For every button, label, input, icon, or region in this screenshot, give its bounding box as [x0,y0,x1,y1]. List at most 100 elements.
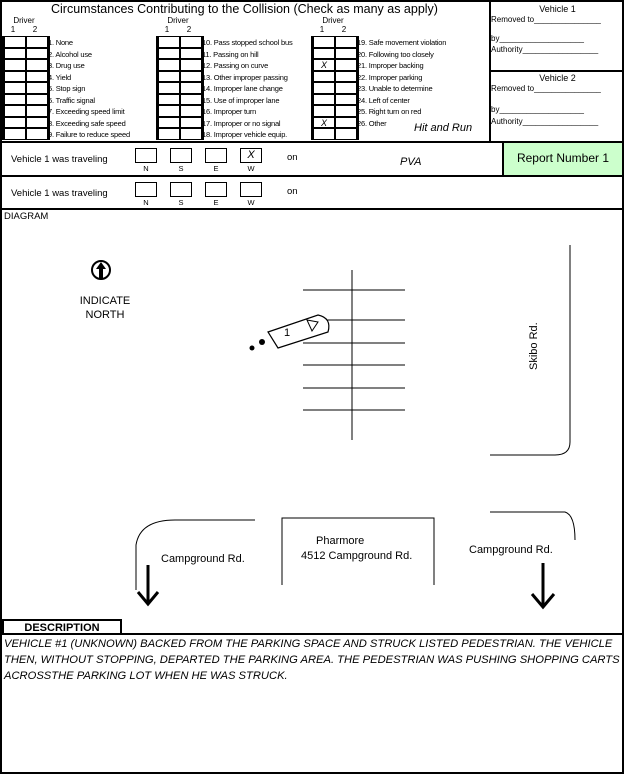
circumstance-label: 11. Passing on hill [202,49,259,59]
driver2-checkbox[interactable] [335,128,357,140]
circumstance-label: 6. Traffic signal [48,95,95,105]
diagram-canvas: 1 [91,245,576,610]
driver1-checkbox[interactable] [4,105,26,117]
divider [489,70,624,72]
vehicle1-by[interactable]: by___________________ [491,34,584,43]
circumstance-row [4,47,48,59]
driver1-checkbox[interactable] [4,59,26,71]
circumstance-label: 2. Alcohol use [48,49,92,59]
direction-checkbox[interactable] [170,182,192,197]
direction-checkbox[interactable] [205,148,227,163]
vehicle2-panel: Vehicle 2 Removed to_______________ by__… [491,73,624,126]
on-label: on [287,186,298,197]
vehicle2-removed-to[interactable]: Removed to_______________ [491,84,601,93]
driver2-checkbox[interactable] [335,70,357,82]
driver1-checkbox[interactable] [158,70,180,82]
vehicle1-removed-to[interactable]: Removed to_______________ [491,15,601,24]
direction-checkbox[interactable] [205,182,227,197]
driver2-checkbox[interactable] [26,47,48,59]
driver2-checkbox[interactable] [26,128,48,140]
driver1-checkbox[interactable] [313,128,335,140]
circumstance-row [313,47,357,59]
driver1-checkbox[interactable] [313,70,335,82]
direction-checkbox[interactable] [135,148,157,163]
direction-checkbox[interactable] [240,182,262,197]
driver1-checkbox[interactable] [313,105,335,117]
car-label: 1 [284,327,290,339]
driver1-checkbox[interactable]: X [313,59,335,71]
campground-road-right-label: Campground Rd. [469,544,553,556]
driver1-checkbox[interactable] [158,36,180,48]
driver-1-label: 1 [319,25,325,34]
circumstance-label: 7. Exceeding speed limit [48,107,125,116]
arrow-down-icon [136,565,160,607]
driver2-checkbox[interactable] [26,59,48,71]
driver1-checkbox[interactable] [4,82,26,94]
direction-label: N [143,198,149,207]
circumstance-label: 17. Improper or no signal [202,118,281,128]
circumstance-row [4,36,48,48]
driver1-checkbox[interactable] [158,59,180,71]
traveling-label: Vehicle 1 was traveling [11,188,108,199]
driver2-checkbox[interactable] [180,59,202,71]
vehicle2-authority[interactable]: Authority_________________ [491,117,599,126]
driver2-checkbox[interactable] [180,36,202,48]
driver2-checkbox[interactable] [26,70,48,82]
driver1-checkbox[interactable] [158,105,180,117]
driver-1-label: 1 [10,25,16,34]
circumstance-row [4,128,48,140]
driver2-checkbox[interactable] [26,93,48,105]
driver2-checkbox[interactable] [335,47,357,59]
driver1-checkbox[interactable] [313,47,335,59]
driver2-checkbox[interactable] [180,70,202,82]
driver1-checkbox[interactable] [158,93,180,105]
circumstance-row [4,70,48,82]
driver1-checkbox[interactable] [4,36,26,48]
driver1-checkbox[interactable] [158,47,180,59]
north-label-1: INDICATE [79,295,131,307]
driver1-checkbox[interactable] [313,82,335,94]
circumstance-label: 20. Following too closely [357,49,434,59]
driver1-checkbox[interactable] [158,116,180,128]
driver1-checkbox[interactable]: X [313,116,335,128]
driver2-checkbox[interactable] [335,36,357,48]
driver1-checkbox[interactable] [4,47,26,59]
direction-checkbox[interactable] [170,148,192,163]
driver2-checkbox[interactable] [335,59,357,71]
driver2-checkbox[interactable] [335,105,357,117]
driver1-checkbox[interactable] [158,82,180,94]
driver1-checkbox[interactable] [313,36,335,48]
driver2-checkbox[interactable] [180,116,202,128]
driver2-checkbox[interactable] [26,82,48,94]
driver1-checkbox[interactable] [4,128,26,140]
circumstance-label: 16. Improper turn [202,107,257,116]
driver2-checkbox[interactable] [26,105,48,117]
driver2-checkbox[interactable] [180,93,202,105]
road-name[interactable]: PVA [400,156,422,168]
driver2-checkbox[interactable] [180,105,202,117]
driver2-checkbox[interactable] [335,116,357,128]
driver2-checkbox[interactable] [335,82,357,94]
north-arrow-icon [91,260,111,280]
circumstance-label: 26. Other [357,118,387,128]
driver2-checkbox[interactable] [180,82,202,94]
driver1-checkbox[interactable] [313,93,335,105]
driver2-checkbox[interactable] [335,93,357,105]
direction-checkbox[interactable]: X [240,148,262,163]
driver1-checkbox[interactable] [4,93,26,105]
vehicle-1-icon: 1 [267,314,330,349]
driver2-checkbox[interactable] [26,116,48,128]
vehicle1-authority[interactable]: Authority_________________ [491,45,599,54]
driver2-checkbox[interactable] [180,47,202,59]
vehicle2-by[interactable]: by___________________ [491,105,584,114]
circumstance-row [4,116,48,128]
driver-label: Driver [13,16,35,25]
driver1-checkbox[interactable] [158,128,180,140]
direction-checkbox[interactable] [135,182,157,197]
driver1-checkbox[interactable] [4,116,26,128]
driver2-checkbox[interactable] [180,128,202,140]
driver2-checkbox[interactable] [26,36,48,48]
driver1-checkbox[interactable] [4,70,26,82]
